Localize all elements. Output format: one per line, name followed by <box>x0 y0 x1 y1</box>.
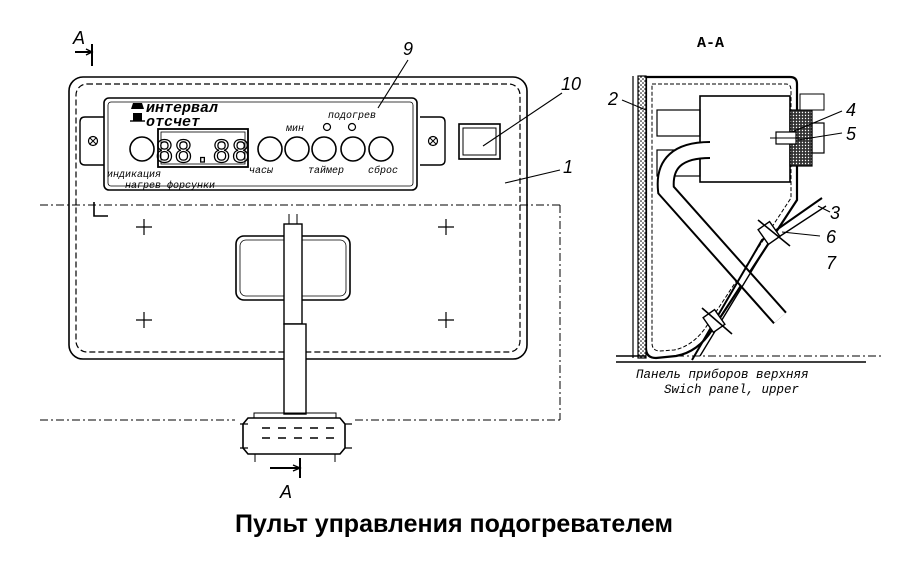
left-screw <box>87 135 99 147</box>
label-clock: часы <box>249 166 273 177</box>
callout-10: 10 <box>561 74 581 94</box>
display-digits: 88.88 <box>155 135 250 170</box>
digital-display <box>157 128 249 168</box>
callout-6: 6 <box>826 227 837 247</box>
cable-lower <box>283 323 307 415</box>
connector-plug <box>242 417 346 455</box>
bracket-fastener-2 <box>702 308 726 334</box>
panel-labels: интервал отсчет 88.88 индикация нагрев ф… <box>107 100 398 192</box>
min-button <box>284 136 310 162</box>
logo-mark <box>131 103 144 109</box>
led-2 <box>347 122 357 132</box>
panel-note: Панель приборов верхняя Swich panel, upp… <box>636 368 809 397</box>
section-housing <box>644 75 799 360</box>
leader-lines <box>377 59 843 237</box>
callout-4: 4 <box>846 100 856 120</box>
logo-line1: интервал <box>146 100 218 117</box>
indicator-lamp <box>458 123 501 160</box>
callout-7: 7 <box>826 253 837 273</box>
callout-5: 5 <box>846 124 857 144</box>
logo-line2: отсчет <box>146 114 200 131</box>
indication-button <box>129 136 155 162</box>
section-mark-bottom <box>270 458 301 478</box>
mount-cross-4 <box>438 312 454 328</box>
section-view <box>616 75 884 363</box>
led-1 <box>322 122 332 132</box>
callout-3: 3 <box>830 203 840 223</box>
right-screw <box>427 135 439 147</box>
label-heater: подогрев <box>328 111 376 122</box>
callout-1: 1 <box>563 157 573 177</box>
label-reset: сброс <box>368 164 398 177</box>
panel-note-en: Swich panel, upper <box>664 383 800 397</box>
internal-board <box>699 95 791 183</box>
mount-cross-1 <box>136 219 152 235</box>
figure-caption: Пульт управления подогревателем <box>235 510 673 538</box>
clock-button <box>257 136 283 162</box>
label-indication: индикация <box>107 170 161 181</box>
heater-button <box>340 136 366 162</box>
callout-2: 2 <box>607 89 618 109</box>
mounting-panel-outline <box>40 204 561 421</box>
mount-cross-3 <box>136 312 152 328</box>
panel-note-ru: Панель приборов верхняя <box>636 368 809 382</box>
label-min: мин <box>285 124 304 135</box>
callout-numbers: 1 2 3 4 5 6 7 9 10 <box>403 39 857 273</box>
section-faceplate <box>637 75 647 359</box>
cable-upper <box>283 223 303 325</box>
label-timer: таймер <box>308 165 344 177</box>
section-title: А-А <box>697 35 724 52</box>
section-marks: A A А-А <box>72 28 724 502</box>
section-letter-top: A <box>72 28 85 48</box>
mount-cross-2 <box>438 219 454 235</box>
timer-button <box>311 136 337 162</box>
reset-button <box>368 136 394 162</box>
front-view <box>68 44 528 478</box>
section-mark-top <box>75 44 93 66</box>
callout-9: 9 <box>403 39 413 59</box>
label-nozzle-heat: нагрев форсунки <box>125 179 215 192</box>
section-letter-bottom: A <box>279 482 292 502</box>
